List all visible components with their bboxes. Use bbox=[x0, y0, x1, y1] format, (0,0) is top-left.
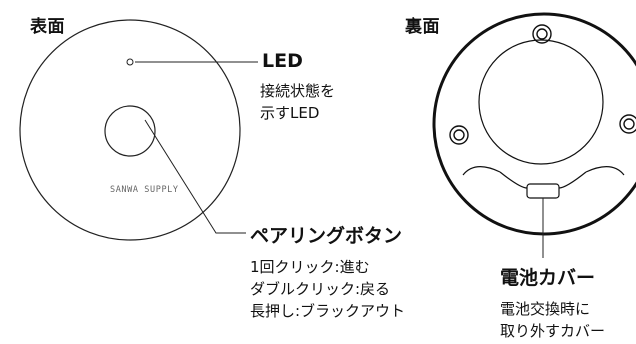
right-foot-arc bbox=[585, 166, 625, 176]
led-description: 接続状態を 示すLED bbox=[260, 80, 335, 124]
pairing-desc-line: 長押し:ブラックアウト bbox=[250, 302, 406, 320]
battery-desc-line: 電池交換時に bbox=[500, 300, 591, 318]
led-desc-line: 接続状態を bbox=[260, 82, 336, 100]
battery-cover-circle bbox=[478, 39, 604, 165]
back-title: 裏面 bbox=[405, 17, 440, 37]
pairing-desc-line: 1回クリック:進む bbox=[250, 258, 370, 276]
brand-logo: SANWA SUPPLY bbox=[110, 185, 179, 195]
screw-icon bbox=[619, 114, 636, 134]
back-body-outline bbox=[432, 12, 636, 236]
screw-icon bbox=[532, 24, 552, 44]
battery-cover-title: 電池カバー bbox=[500, 267, 596, 289]
left-foot-arc bbox=[462, 166, 501, 176]
pairing-desc-line: ダブルクリック:戻る bbox=[250, 280, 391, 298]
pairing-button-title: ペアリングボタン bbox=[250, 225, 403, 247]
led-indicator bbox=[126, 58, 134, 66]
led-title: LED bbox=[262, 50, 303, 72]
screw-icon bbox=[449, 125, 469, 145]
pairing-leader-line bbox=[144, 119, 246, 234]
battery-cover-description: 電池交換時に 取り外すカバー bbox=[500, 298, 605, 342]
pairing-button-description: 1回クリック:進む ダブルクリック:戻る 長押し:ブラックアウト bbox=[250, 256, 405, 322]
battery-desc-line: 取り外すカバー bbox=[500, 322, 606, 340]
front-title: 表面 bbox=[30, 17, 65, 37]
front-body-outline bbox=[19, 19, 241, 241]
back-device bbox=[432, 12, 636, 236]
battery-cover-tab bbox=[526, 183, 560, 199]
front-device: SANWA SUPPLY bbox=[19, 19, 241, 241]
led-desc-line: 示すLED bbox=[260, 104, 320, 122]
pairing-button bbox=[104, 105, 156, 157]
